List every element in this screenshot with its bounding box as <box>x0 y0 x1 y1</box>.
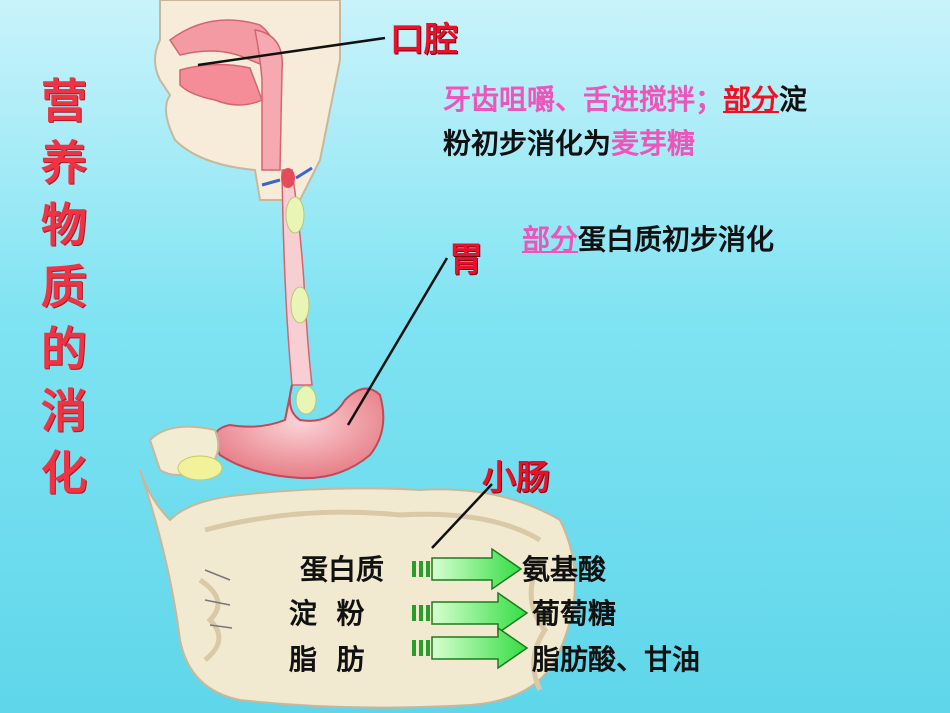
stomach-label: 胃 <box>449 240 483 280</box>
mouth-label: 口腔 <box>390 20 458 60</box>
gallbladder <box>177 455 223 481</box>
slide-title: 营养物质的消化 <box>41 74 87 500</box>
intestine-folds <box>198 509 549 692</box>
mouth-note-line1: 牙齿咀嚼、舌进搅拌；部分淀 <box>443 78 807 118</box>
food-bolus <box>285 196 305 234</box>
epiglottis <box>281 168 295 188</box>
conversion-arrow <box>412 626 529 670</box>
mouth-note-line2: 粉初步消化为麦芽糖 <box>443 122 695 162</box>
glucose-label: 葡萄糖 <box>532 597 617 630</box>
starch-label: 淀 粉 <box>289 597 365 630</box>
mouth-note-starch-start: 淀 <box>779 83 808 116</box>
conversion-arrow <box>412 591 529 635</box>
mouth-note-digest: 粉初步消化为 <box>443 127 612 160</box>
conversion-arrow <box>412 547 523 591</box>
mouth-note-partial: 部分 <box>723 83 780 116</box>
small-intestine-label: 小肠 <box>482 458 550 498</box>
mouth-note-maltose: 麦芽糖 <box>611 127 696 160</box>
stomach-note-partial: 部分 <box>522 223 579 256</box>
mouth-callout-line <box>197 36 386 67</box>
fatty-acid-glycerol-label: 脂肪酸、甘油 <box>532 643 701 676</box>
throat-arrow-icon <box>261 178 281 187</box>
oral-cavity <box>179 63 263 106</box>
intestine-callout-line <box>431 483 493 549</box>
food-bolus <box>295 385 317 415</box>
stomach-note-protein: 蛋白质初步消化 <box>578 223 775 256</box>
protein-label: 蛋白质 <box>300 553 385 586</box>
flow-arrow-icon <box>204 569 233 629</box>
food-bolus <box>290 286 310 324</box>
fat-label: 脂 肪 <box>289 643 365 676</box>
stomach-shape <box>213 384 385 480</box>
stomach-note: 部分蛋白质初步消化 <box>522 218 774 258</box>
mouth-note-chewing: 牙齿咀嚼、舌进搅拌； <box>443 83 724 116</box>
amino-acid-label: 氨基酸 <box>522 553 607 586</box>
throat-arrow-icon <box>295 166 313 180</box>
stomach-callout-line <box>346 257 449 426</box>
pharynx <box>254 29 283 171</box>
